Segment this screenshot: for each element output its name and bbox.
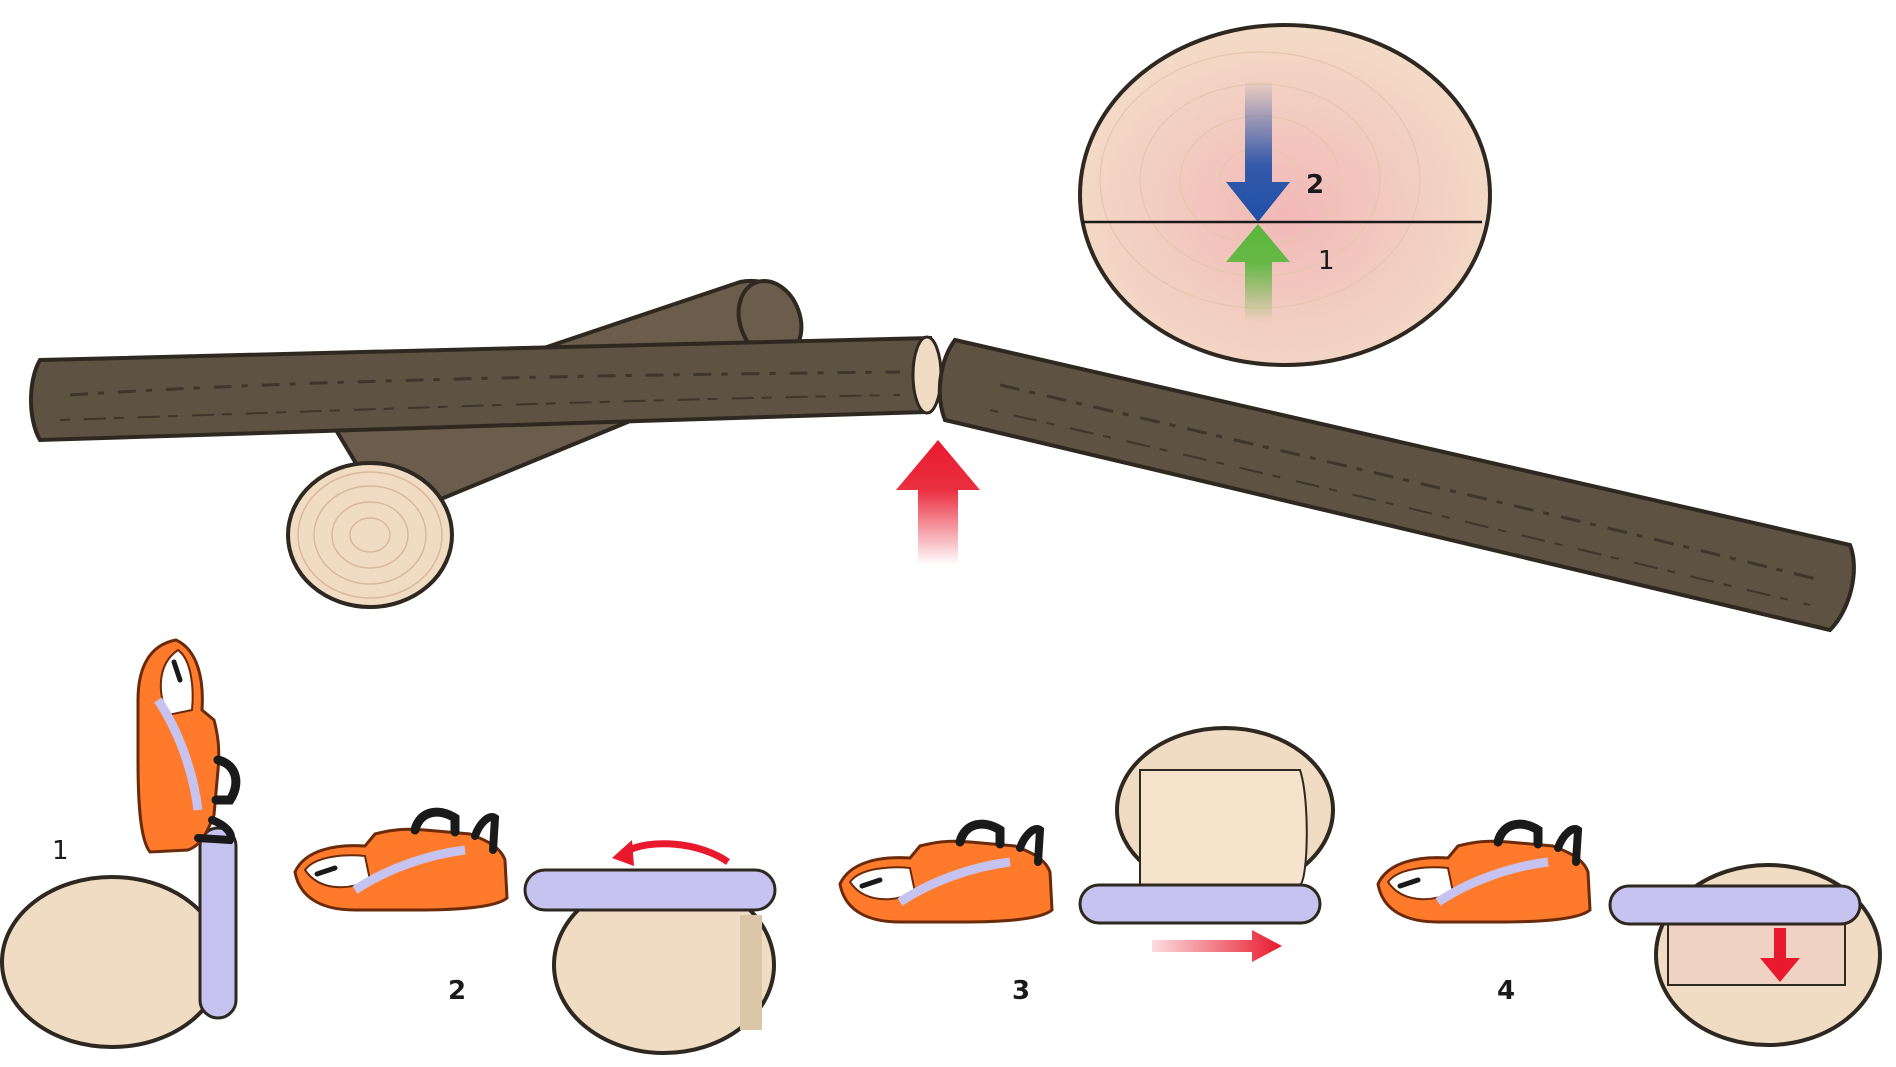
step-3-illustration [840, 728, 1333, 962]
inset-cross-section [1080, 25, 1490, 365]
red-right-arrow [1152, 930, 1282, 962]
red-curved-arrow [625, 844, 728, 862]
step-2-illustration [295, 812, 775, 1053]
step-1-label: 1 [52, 838, 69, 864]
step-4-illustration [1378, 824, 1880, 1045]
inset-label-bottom: 1 [1318, 248, 1335, 274]
step-3-label: 3 [1012, 978, 1030, 1004]
inset-label-top: 2 [1306, 172, 1324, 198]
step-2-label: 2 [448, 978, 466, 1004]
step-1-illustration [2, 640, 236, 1047]
main-log-right [940, 340, 1854, 630]
main-log-left [31, 337, 941, 440]
step-4-label: 4 [1497, 978, 1515, 1004]
log-break-face-left [913, 337, 941, 413]
red-up-arrow [896, 440, 980, 565]
support-log-end-face [288, 463, 452, 607]
support-log [288, 272, 812, 607]
